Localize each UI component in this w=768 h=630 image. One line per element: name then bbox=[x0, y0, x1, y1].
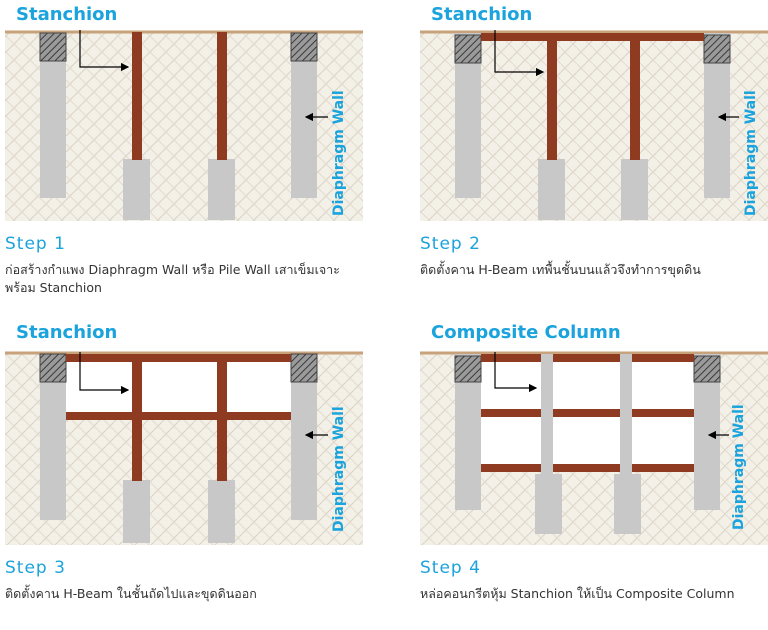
stanchion-left bbox=[547, 33, 557, 160]
panel-title: Stanchion bbox=[16, 4, 118, 25]
wall-cap-right bbox=[290, 32, 318, 62]
pile-left bbox=[123, 480, 150, 543]
wall-cap-left bbox=[454, 34, 482, 64]
wall-cap-left bbox=[39, 353, 67, 383]
panel-title: Composite Column bbox=[431, 322, 621, 343]
second-h-beam bbox=[481, 409, 694, 417]
stanchion-right bbox=[217, 354, 227, 481]
stanchion-pointer bbox=[79, 352, 130, 395]
wall-label: Diaphragm Wall bbox=[331, 90, 347, 216]
stanchion-pointer bbox=[494, 30, 545, 77]
composite-column-left bbox=[541, 354, 553, 476]
diagram-step-3: Diaphragm Wall bbox=[5, 351, 363, 545]
stanchion-pointer bbox=[79, 30, 130, 72]
stanchion-left bbox=[132, 32, 142, 160]
wall-cap-left bbox=[39, 32, 67, 62]
step-description: หล่อคอนกรีตหุ้ม Stanchion ให้เป็น Compos… bbox=[420, 586, 735, 601]
pile-right bbox=[208, 159, 235, 220]
wall-label: Diaphragm Wall bbox=[743, 90, 759, 216]
wall-label: Diaphragm Wall bbox=[331, 406, 347, 532]
pile-right bbox=[621, 159, 648, 220]
step-label: Step 3 bbox=[5, 558, 66, 578]
pile-left bbox=[538, 159, 565, 220]
panel-step-2: Diaphragm Wall Stanchion Step 2 ติดตั้งค… bbox=[417, 0, 768, 310]
step-label: Step 4 bbox=[420, 558, 481, 578]
pile-right bbox=[208, 480, 235, 543]
panel-step-3: Diaphragm Wall Stanchion Step 3 ติดตั้งค… bbox=[2, 318, 366, 628]
diagram-step-1: Diaphragm Wall bbox=[5, 30, 363, 221]
diagram-step-4: Diaphragm Wall bbox=[420, 351, 768, 545]
composite-column-right bbox=[620, 354, 632, 476]
wall-cap-right bbox=[693, 355, 721, 383]
stanchion-right bbox=[217, 32, 227, 160]
step-description: ก่อสร้างกำแพง Diaphragm Wall หรือ Pile W… bbox=[5, 262, 340, 295]
top-h-beam bbox=[481, 354, 694, 362]
panel-step-1: Diaphragm Wall Stanchion Step 1 ก่อสร้าง… bbox=[2, 0, 366, 310]
step-description: ติดตั้งคาน H-Beam ในชั้นถัดไปและขุดดินออ… bbox=[5, 586, 257, 601]
top-h-beam bbox=[481, 33, 704, 41]
stanchion-right bbox=[630, 33, 640, 160]
pile-right bbox=[614, 474, 641, 534]
step-label: Step 1 bbox=[5, 234, 66, 254]
stanchion-left bbox=[132, 354, 142, 481]
wall-label: Diaphragm Wall bbox=[731, 404, 747, 530]
step-description: ติดตั้งคาน H-Beam เทพื้นชั้นบนแล้วจึงทำก… bbox=[420, 262, 701, 277]
panel-title: Stanchion bbox=[16, 322, 118, 343]
column-pointer bbox=[494, 352, 538, 393]
panel-title: Stanchion bbox=[431, 4, 533, 25]
second-h-beam bbox=[66, 412, 291, 420]
diagram-step-2: Diaphragm Wall bbox=[420, 30, 768, 221]
wall-cap-right bbox=[703, 34, 731, 64]
third-h-beam bbox=[481, 464, 694, 472]
pile-left bbox=[535, 474, 562, 534]
excavated-area bbox=[66, 355, 291, 417]
pile-left bbox=[123, 159, 150, 220]
top-h-beam bbox=[66, 354, 291, 362]
wall-cap-right bbox=[290, 353, 318, 383]
panel-step-4: Diaphragm Wall Composite Column Step 4 ห… bbox=[417, 318, 768, 628]
step-label: Step 2 bbox=[420, 234, 481, 254]
wall-cap-left bbox=[454, 355, 482, 383]
